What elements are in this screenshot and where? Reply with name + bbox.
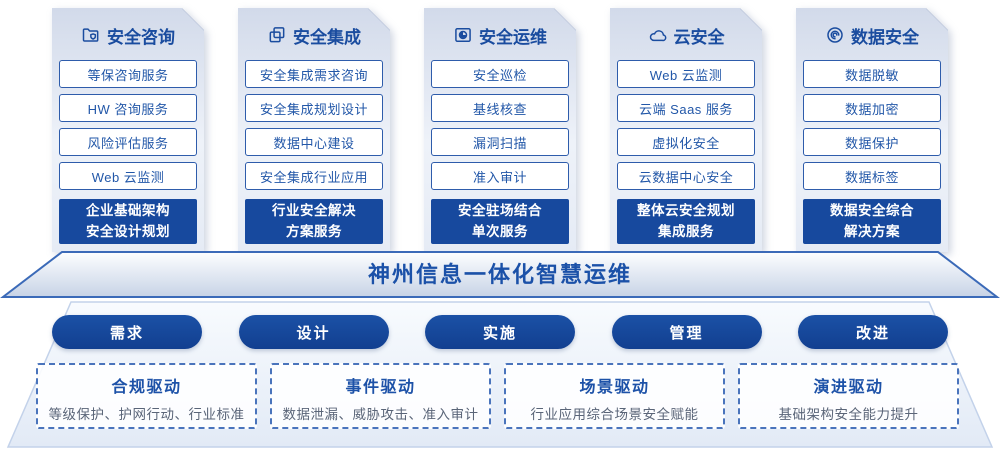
service-item: 数据脱敏 [803,60,941,88]
process-steps-row: 需求 设计 实施 管理 改进 [52,315,948,349]
service-card-operations: 安全运维 安全巡检 基线核查 漏洞扫描 准入审计 安全驻场结合 单次服务 [424,8,576,252]
platform-banner-shape [0,251,1000,298]
driver-desc: 行业应用综合场景安全赋能 [530,407,699,422]
card-title: 云安全 [610,22,762,48]
driver-desc: 数据泄漏、威胁攻击、准入审计 [282,407,479,422]
card-items: Web 云监测 云端 Saas 服务 虚拟化安全 云数据中心安全 [610,60,762,190]
service-item: HW 咨询服务 [59,94,197,122]
service-item: 安全集成规划设计 [245,94,383,122]
process-step-pill: 管理 [611,315,762,349]
driver-box-incident: 事件驱动 数据泄漏、威胁攻击、准入审计 [270,363,491,429]
driver-desc: 等级保护、护网行动、行业标准 [48,407,245,422]
service-item: 云数据中心安全 [617,162,755,190]
card-items: 安全巡检 基线核查 漏洞扫描 准入审计 [424,60,576,190]
service-item: 虚拟化安全 [617,128,755,156]
highlight-service: 行业安全解决 方案服务 [245,199,383,244]
service-cards-row: 安全咨询 等保咨询服务 HW 咨询服务 风险评估服务 Web 云监测 企业基础架… [52,8,948,252]
service-item: 基线核查 [431,94,569,122]
driver-title: 演进驱动 [813,379,884,396]
driver-box-scenario: 场景驱动 行业应用综合场景安全赋能 [504,363,725,429]
card-items: 数据脱敏 数据加密 数据保护 数据标签 [796,60,948,190]
driver-title: 合规驱动 [111,379,182,396]
service-item: 数据标签 [803,162,941,190]
driver-desc: 基础架构安全能力提升 [778,407,919,422]
service-item: 数据中心建设 [245,128,383,156]
card-title-label: 安全集成 [293,27,361,47]
service-item: 安全巡检 [431,60,569,88]
process-step-pill: 需求 [52,315,202,349]
service-card-cloud-security: 云安全 Web 云监测 云端 Saas 服务 虚拟化安全 云数据中心安全 整体云… [610,8,762,252]
card-title-label: 安全咨询 [107,27,175,47]
service-item: 风险评估服务 [59,128,197,156]
service-item: Web 云监测 [617,60,755,88]
service-item: 安全集成行业应用 [245,162,383,190]
highlight-service: 数据安全综合 解决方案 [803,199,941,244]
process-step-pill: 实施 [425,315,575,349]
consulting-folder-shield-icon [81,25,101,45]
driver-title: 事件驱动 [345,379,416,396]
card-title: 安全咨询 [52,22,204,48]
highlight-service: 安全驻场结合 单次服务 [431,199,569,244]
service-item: 漏洞扫描 [431,128,569,156]
service-card-consulting: 安全咨询 等保咨询服务 HW 咨询服务 风险评估服务 Web 云监测 企业基础架… [52,8,204,252]
operations-folder-clock-icon [453,25,473,45]
cloud-security-cloud-icon [648,25,668,45]
integration-copy-icon [267,25,287,45]
card-items: 等保咨询服务 HW 咨询服务 风险评估服务 Web 云监测 [52,60,204,190]
card-title-label: 云安全 [673,27,725,47]
card-title-label: 安全运维 [479,27,547,47]
service-card-integration: 安全集成 安全集成需求咨询 安全集成规划设计 数据中心建设 安全集成行业应用 行… [238,8,390,252]
data-security-fingerprint-icon [825,25,845,45]
driver-box-evolution: 演进驱动 基础架构安全能力提升 [738,363,959,429]
process-step-pill: 改进 [798,315,948,349]
service-item: 云端 Saas 服务 [617,94,755,122]
card-title: 安全运维 [424,22,576,48]
card-title: 安全集成 [238,22,390,48]
service-item: 数据保护 [803,128,941,156]
card-title: 数据安全 [796,22,948,48]
driver-box-compliance: 合规驱动 等级保护、护网行动、行业标准 [36,363,257,429]
service-item: 安全集成需求咨询 [245,60,383,88]
drivers-row: 合规驱动 等级保护、护网行动、行业标准 事件驱动 数据泄漏、威胁攻击、准入审计 … [36,363,959,429]
service-item: Web 云监测 [59,162,197,190]
highlight-service: 整体云安全规划 集成服务 [617,199,755,244]
service-card-data-security: 数据安全 数据脱敏 数据加密 数据保护 数据标签 数据安全综合 解决方案 [796,8,948,252]
process-step-pill: 设计 [238,315,389,349]
service-item: 数据加密 [803,94,941,122]
card-title-label: 数据安全 [851,27,919,47]
service-item: 准入审计 [431,162,569,190]
driver-title: 场景驱动 [579,379,650,396]
platform-banner-title: 神州信息一体化智慧运维 [367,262,632,287]
service-item: 等保咨询服务 [59,60,197,88]
highlight-service: 企业基础架构 安全设计规划 [59,199,197,244]
card-items: 安全集成需求咨询 安全集成规划设计 数据中心建设 安全集成行业应用 [238,60,390,190]
